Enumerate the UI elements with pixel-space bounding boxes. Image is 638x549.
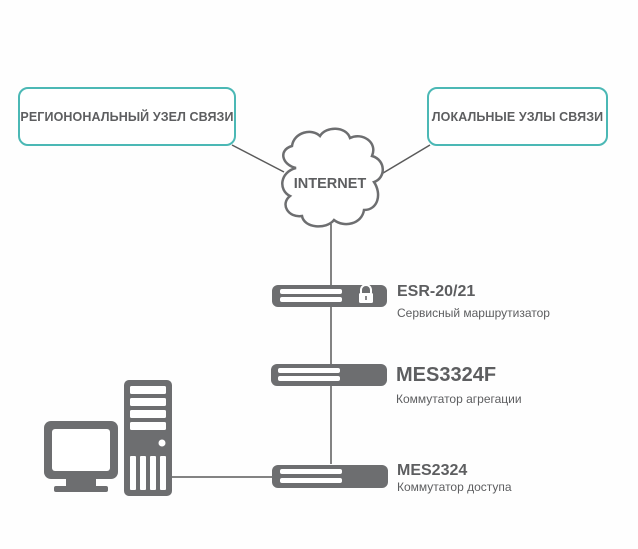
regional-node-label: РЕГИОНОНАЛЬНЫЙ УЗЕЛ СВЯЗИ <box>20 109 234 124</box>
mes2324-device-name: MES2324 <box>397 462 468 479</box>
local-nodes-label: ЛОКАЛЬНЫЕ УЗЛЫ СВЯЗИ <box>431 109 604 124</box>
desktop-computer-icon <box>44 380 172 496</box>
esr-device-name: ESR-20/21 <box>397 283 476 300</box>
internet-label: INTERNET <box>293 176 367 192</box>
mes2324-device-description: Коммутатор доступа <box>397 480 512 494</box>
router-icon <box>272 285 387 307</box>
link-regional-internet <box>231 144 285 173</box>
lock-icon <box>359 284 373 303</box>
mes3324f-device-name: MES3324F <box>396 364 497 386</box>
switch-icon <box>272 465 388 488</box>
switch-icon <box>271 364 387 386</box>
local-nodes-box: ЛОКАЛЬНЫЕ УЗЛЫ СВЯЗИ <box>427 87 608 146</box>
regional-node-box: РЕГИОНОНАЛЬНЫЙ УЗЕЛ СВЯЗИ <box>18 87 236 146</box>
mes3324f-device-description: Коммутатор агрегации <box>396 392 522 406</box>
link-local-internet <box>377 144 431 177</box>
esr-device-description: Сервисный маршрутизатор <box>397 306 550 320</box>
cloud-icon <box>281 127 384 228</box>
